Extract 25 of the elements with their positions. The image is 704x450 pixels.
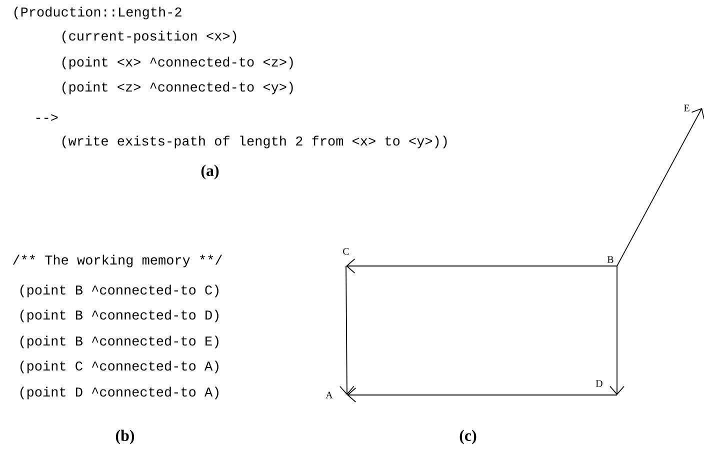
panel-caption: (c) bbox=[460, 430, 476, 444]
code-line: /** The working memory **/ bbox=[12, 254, 222, 268]
code-line: (point <x> ^connected-to <z>) bbox=[62, 56, 293, 70]
code-line: (point B ^connected-to E) bbox=[20, 336, 218, 348]
point-label: A bbox=[326, 392, 333, 398]
code-line: (Production::Length-2 bbox=[14, 6, 182, 20]
code-line: (point C ^connected-to A) bbox=[20, 360, 218, 374]
code-line: (point <z> ^connected-to <y>) bbox=[62, 82, 293, 94]
code-line: (point B ^connected-to D) bbox=[20, 310, 218, 322]
arrow bbox=[346, 258, 618, 274]
panel-caption: (b) bbox=[116, 430, 134, 444]
point-label: E bbox=[684, 104, 690, 112]
point-label: B bbox=[607, 256, 614, 263]
arrow bbox=[340, 266, 354, 395]
panel-caption: (a) bbox=[201, 164, 219, 180]
arrow bbox=[347, 388, 618, 402]
code-line: (write exists-path of length 2 from <x> to <y>)) bbox=[62, 136, 447, 148]
arrow bbox=[616, 108, 704, 266]
code-line: (current-position <x>) bbox=[62, 30, 236, 44]
code-line: (point D ^connected-to A) bbox=[20, 386, 218, 400]
point-label: D bbox=[596, 380, 602, 387]
point-label: C bbox=[343, 248, 349, 255]
code-line: (point B ^connected-to C) bbox=[20, 284, 218, 298]
code-line: --> bbox=[36, 114, 58, 121]
arrow bbox=[610, 266, 624, 395]
